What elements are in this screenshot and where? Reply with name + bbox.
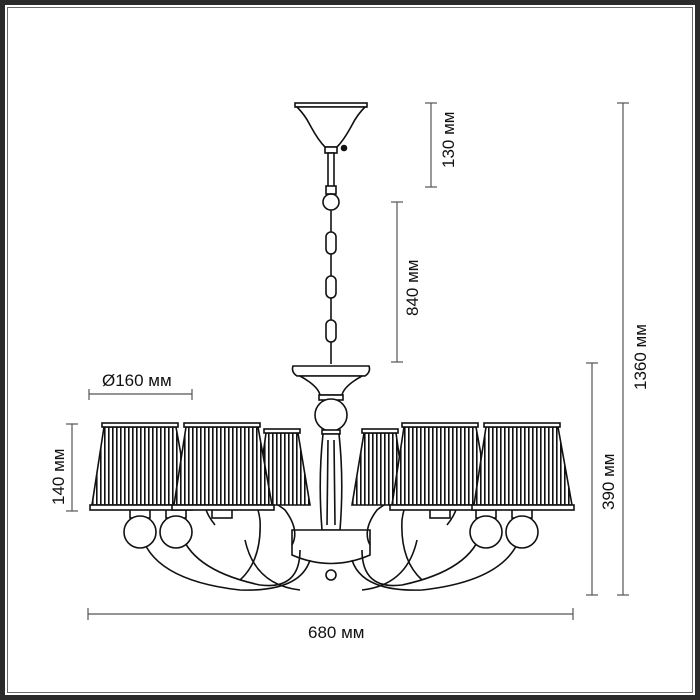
shade-left-outer — [89, 422, 193, 511]
canopy — [294, 102, 368, 195]
chain — [322, 193, 340, 364]
overall-width-label: 680 мм — [308, 623, 365, 642]
bulb-holders — [123, 507, 539, 549]
chain-length-label: 840 мм — [403, 259, 422, 316]
shade-diameter-label: Ø160 мм — [102, 371, 172, 390]
total-height-label: 1360 мм — [631, 324, 650, 390]
dimension-lines — [66, 102, 629, 620]
shade-height-label: 140 мм — [49, 448, 68, 505]
center-column — [291, 365, 371, 581]
shade-left-inner — [171, 422, 275, 511]
body-height-label: 390 мм — [599, 453, 618, 510]
shade-right-outer — [471, 422, 575, 511]
lamp-shades — [89, 422, 575, 511]
canopy-height-label: 130 мм — [439, 111, 458, 168]
